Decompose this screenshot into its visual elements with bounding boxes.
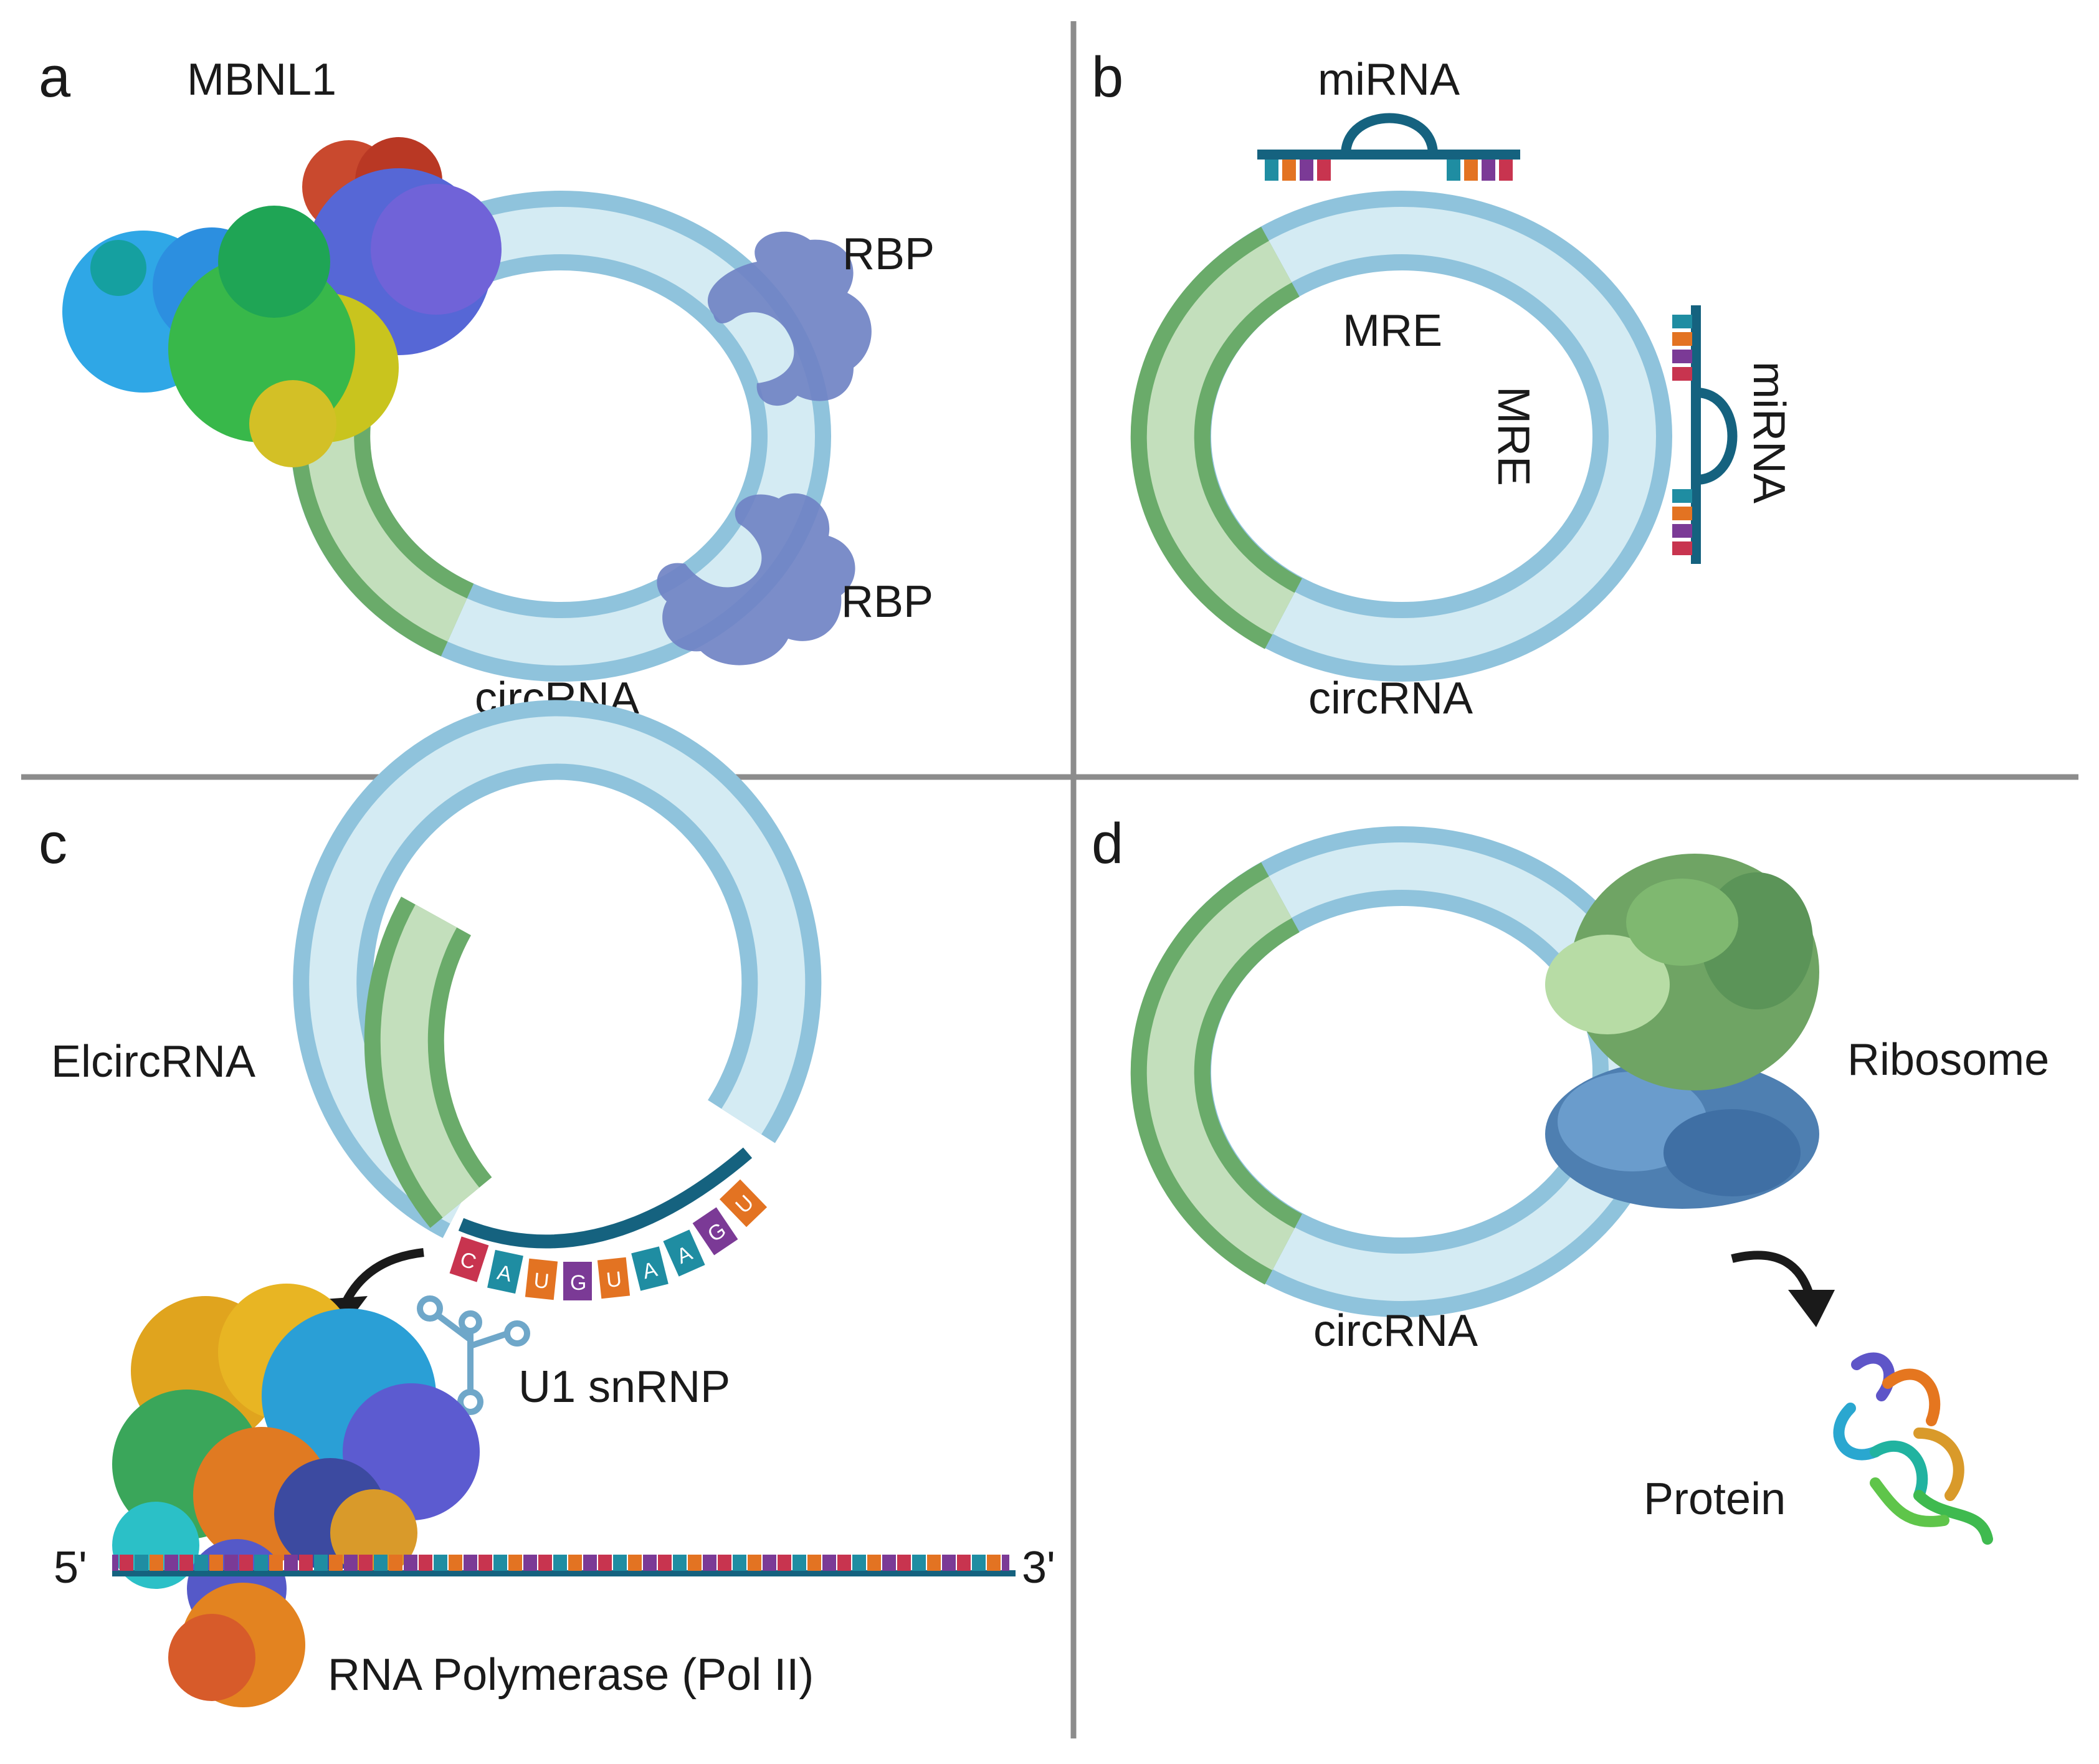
base-U: U [525, 1258, 558, 1300]
base-G: G [692, 1207, 738, 1256]
polymerase-label: RNA Polymerase (Pol II) [328, 1650, 814, 1700]
panel-letter-b: b [1092, 45, 1123, 109]
mirna-label-side: miRNA [1744, 361, 1794, 503]
rbp-label-bottom: RBP [841, 577, 933, 627]
base-A: A [663, 1229, 705, 1277]
panel-c: c ElcircRNA C A U G U A A G U [39, 700, 1055, 1707]
elcircrna-ring [293, 700, 822, 1238]
panel-b: b miRNA MRE MRE [1092, 45, 1794, 723]
panel-d: d Ribosome circRNA [1092, 812, 2049, 1545]
base-C: C [449, 1236, 489, 1282]
rna-polymerase-protein [112, 1284, 480, 1707]
rbp-protein-top [707, 231, 872, 406]
circrna-ring-b [1130, 191, 1672, 682]
five-prime-label: 5' [54, 1543, 87, 1593]
panel-letter-c: c [39, 812, 67, 875]
ribosome [1545, 854, 1819, 1209]
panel-letter-a: a [39, 45, 71, 109]
mbnl1-protein [62, 137, 502, 467]
rbp-protein-bottom [657, 493, 855, 665]
mbnl1-label: MBNL1 [187, 55, 336, 105]
elcircrna-label: ElcircRNA [51, 1037, 255, 1087]
panel-letter-d: d [1092, 812, 1123, 875]
base-G: G [563, 1262, 592, 1300]
mre-label-top: MRE [1343, 306, 1442, 356]
mirna-side [1672, 305, 1738, 564]
svg-text:G: G [570, 1271, 586, 1295]
protein-label: Protein [1644, 1474, 1786, 1524]
curved-arrow-d [1731, 1251, 1835, 1327]
mirna-label-top: miRNA [1318, 55, 1460, 105]
panel-dividers [21, 21, 2078, 1738]
circrna-label-d: circRNA [1313, 1306, 1478, 1356]
base-A: A [631, 1246, 669, 1291]
base-U: U [719, 1179, 768, 1228]
circrna-label-b: circRNA [1308, 674, 1473, 723]
dna-strand [112, 1555, 1016, 1576]
u1-snrnp-icon [417, 1295, 530, 1415]
svg-text:U: U [605, 1267, 622, 1292]
intron-base-strip: C A U G U A A G U [449, 1147, 768, 1300]
panel-a: a MBNL1 RBP RBP circRNA [39, 45, 935, 723]
base-A: A [487, 1249, 523, 1294]
circrna-ring-d [1130, 826, 1672, 1317]
ribosome-label: Ribosome [1847, 1035, 2049, 1085]
mre-label-side: MRE [1488, 386, 1538, 486]
u1-snrnp-label: U1 snRNP [518, 1362, 730, 1412]
svg-text:U: U [533, 1269, 550, 1294]
mirna-top [1257, 113, 1520, 181]
base-U: U [597, 1257, 631, 1299]
protein-ribbon [1833, 1352, 1993, 1545]
three-prime-label: 3' [1022, 1543, 1055, 1593]
rbp-label-top: RBP [842, 229, 935, 279]
